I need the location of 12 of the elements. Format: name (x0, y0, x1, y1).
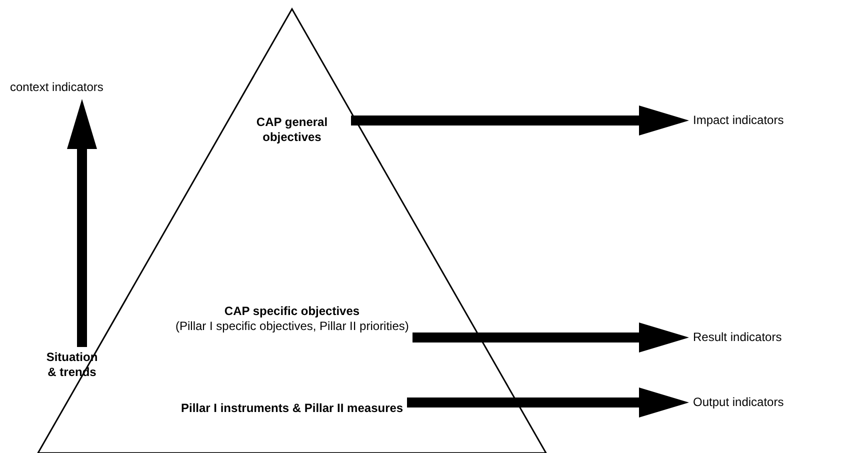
block-arrow (67, 99, 97, 347)
indicator-label: Output indicators (693, 395, 784, 410)
level-heading: CAP general objectives (255, 115, 329, 145)
indicator-label: (Pillar I specific objectives, Pillar II priorities) (176, 319, 408, 334)
indicator-label: context indicators (10, 80, 103, 95)
level-heading: CAP specific objectives (223, 304, 361, 319)
indicator-label: Impact indicators (693, 113, 784, 128)
block-arrow (351, 106, 689, 136)
block-arrow (407, 388, 689, 418)
indicator-label: Result indicators (693, 330, 782, 345)
block-arrow (412, 322, 689, 352)
level-heading: Pillar I instruments & Pillar II measures (181, 401, 403, 416)
